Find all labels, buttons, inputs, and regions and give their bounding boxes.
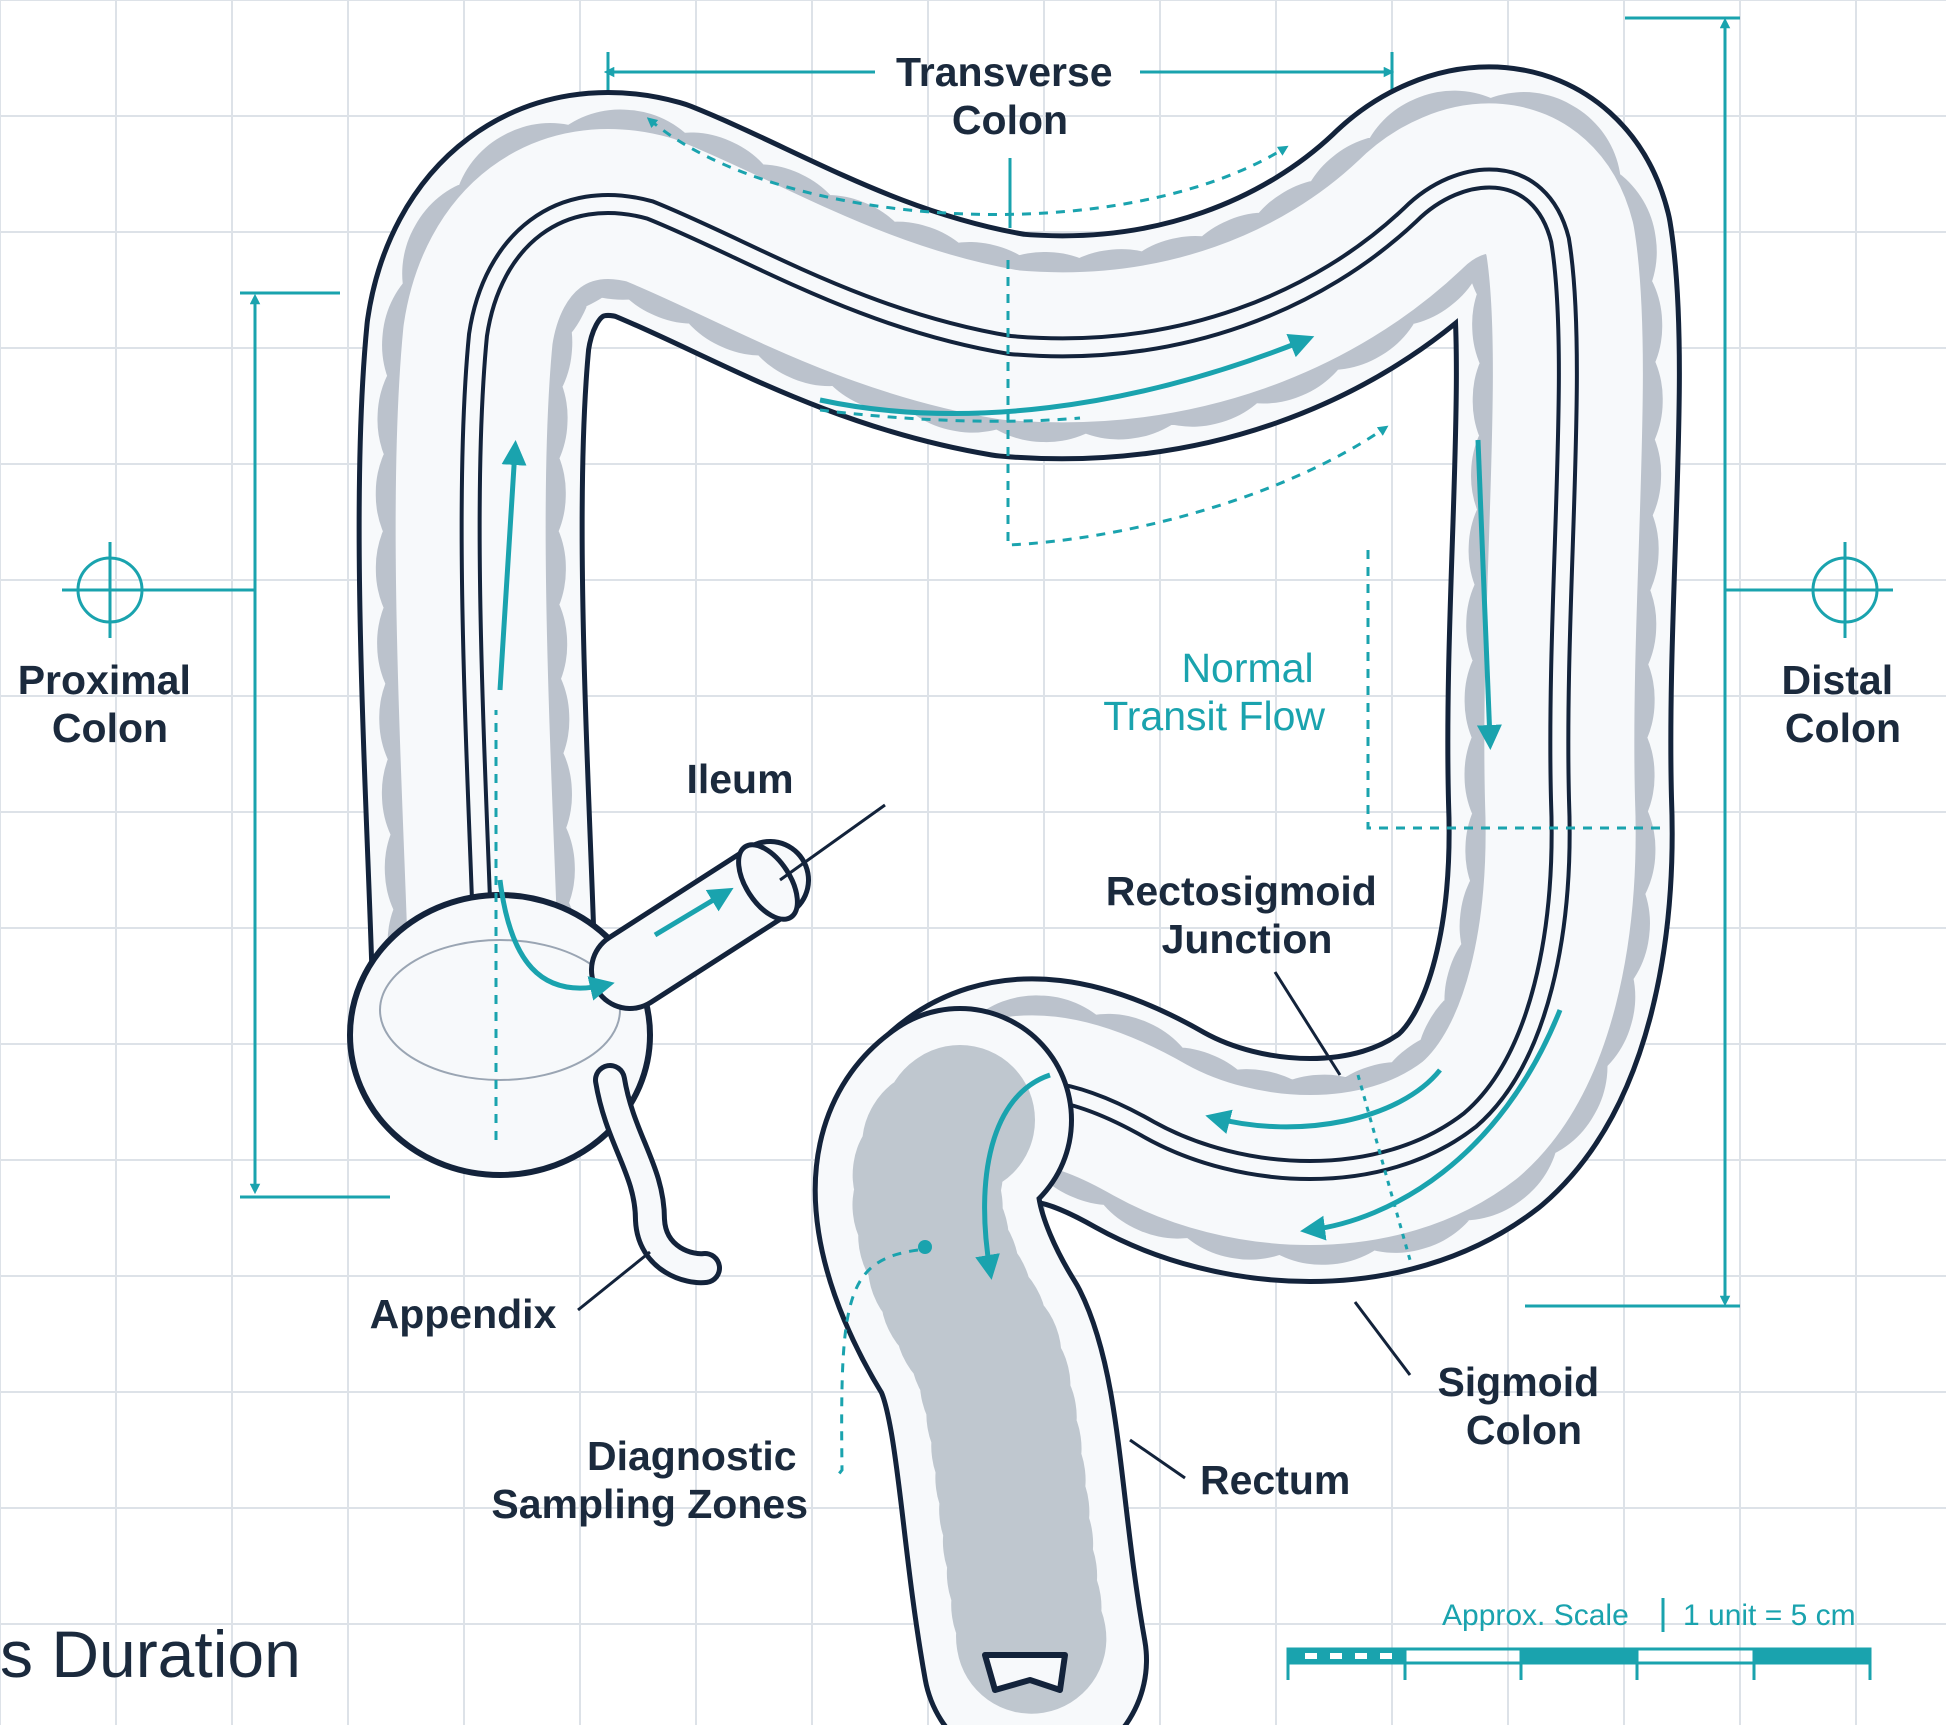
scale-unit-text: 1 unit = 5 cm <box>1683 1599 1856 1632</box>
label-distal-colon: Distal Colon <box>1781 657 1904 751</box>
scale-bar: Approx. Scale 1 unit = 5 cm <box>1288 1598 1870 1680</box>
proximal-crosshair-icon <box>62 542 158 638</box>
sampling-point <box>918 1240 932 1254</box>
cecum <box>350 895 650 1175</box>
label-proximal-colon: Proximal Colon <box>18 657 203 751</box>
distal-crosshair-icon <box>1797 542 1893 638</box>
scale-label: Approx. Scale <box>1442 1599 1629 1632</box>
label-normal-transit-flow: Normal Transit Flow <box>1103 645 1325 739</box>
label-sigmoid-colon: Sigmoid Colon <box>1437 1359 1610 1453</box>
label-ileum: Ileum <box>686 756 793 802</box>
partial-title-text: s Duration <box>0 1617 301 1691</box>
label-transverse-colon: Transverse Colon <box>896 49 1124 143</box>
label-rectosigmoid-junction: Rectosigmoid Junction <box>1106 868 1389 962</box>
ileum <box>630 835 809 970</box>
label-diagnostic-sampling-zones: Diagnostic Sampling Zones <box>491 1433 808 1527</box>
colon-illustration <box>350 178 1568 1690</box>
label-rectum: Rectum <box>1200 1457 1350 1503</box>
label-appendix: Appendix <box>370 1291 557 1337</box>
